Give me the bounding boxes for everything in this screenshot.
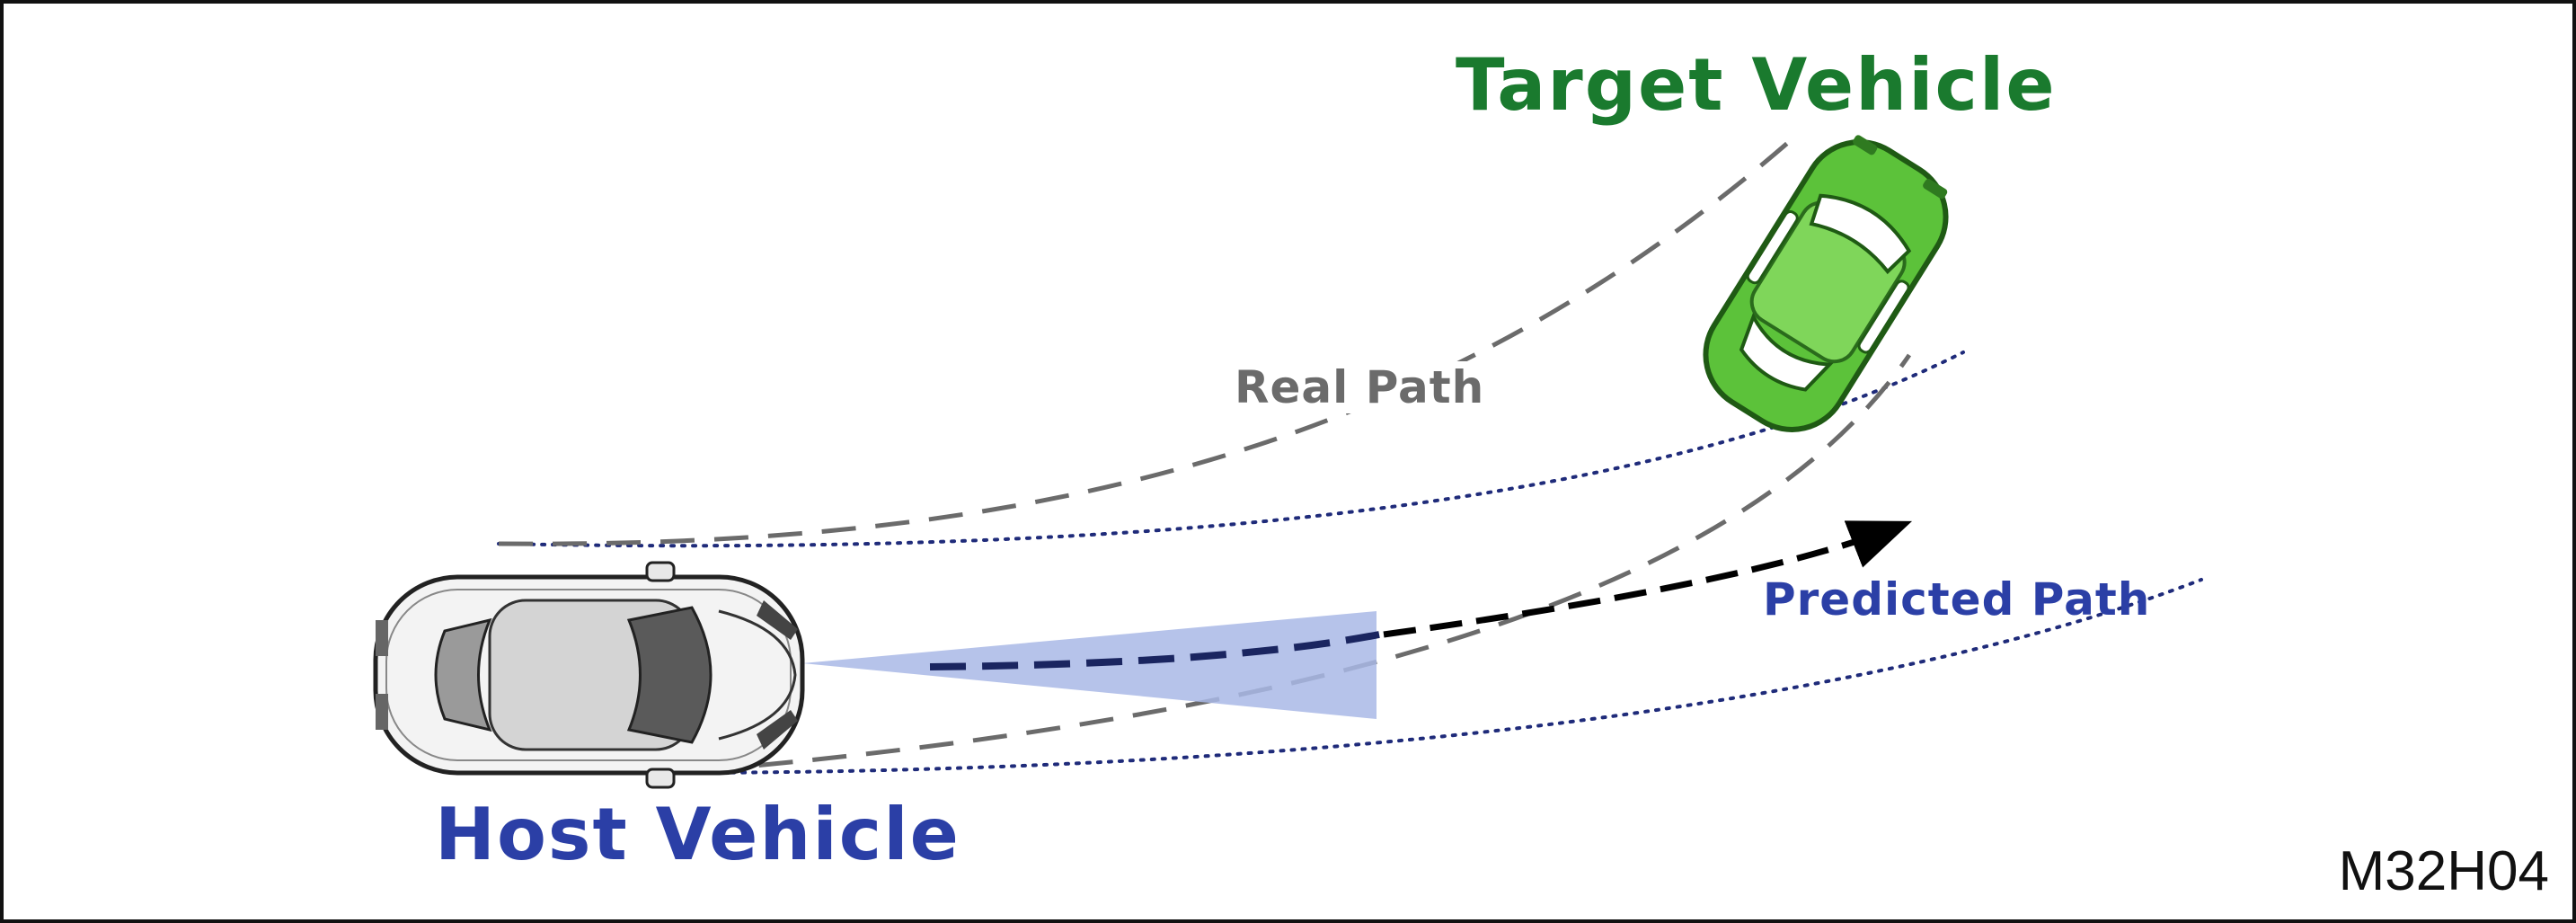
target-vehicle-icon: [1703, 135, 1949, 432]
predicted-path-in-beam: [929, 631, 1380, 670]
lane-boundary-lower: [654, 578, 2203, 775]
predicted-path-arrow: [1383, 520, 1913, 638]
real-path-lower-line: [651, 353, 1912, 777]
figure-code: M32H04: [2338, 840, 2549, 902]
target-vehicle-label: Target Vehicle: [1456, 43, 2057, 127]
real-path-label: Real Path: [1229, 361, 1491, 413]
host-vehicle-label: Host Vehicle: [435, 793, 960, 876]
real-path-upper-line: [498, 133, 1799, 546]
predicted-path-label: Predicted Path: [1763, 573, 2151, 626]
host-vehicle-icon: [373, 561, 805, 789]
